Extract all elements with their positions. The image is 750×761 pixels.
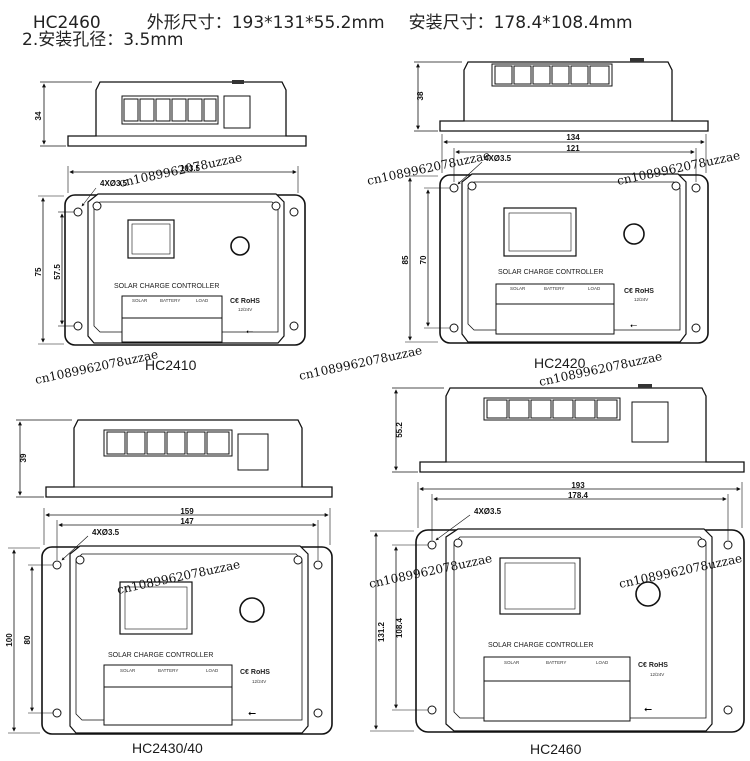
hc2460-height-outer: 131.2: [377, 621, 386, 642]
side-view: 34: [34, 80, 307, 147]
device-title: SOLAR CHARGE CONTROLLER: [108, 652, 213, 659]
solar-label: SOLAR: [510, 286, 526, 291]
hc2430-width-inner: 147: [180, 517, 194, 526]
voltage-label: 12/24V: [252, 679, 266, 684]
battery-label: BATTERY: [546, 660, 566, 665]
ce-rohs-mark: C€ RoHS: [230, 298, 260, 305]
device-title: SOLAR CHARGE CONTROLLER: [114, 283, 219, 290]
model-label-hc2460: HC2460: [530, 741, 582, 757]
ce-rohs-mark: C€ RoHS: [624, 288, 654, 295]
hc2420-height-inner: 70: [419, 255, 428, 264]
hc2460-width-inner: 178.4: [568, 491, 589, 500]
panel-hc2420: 38 SOLAR CHARGE CONTROLLER SOLAR BATTERY…: [401, 58, 709, 371]
hole-callout: 4XØ3.5: [474, 507, 502, 516]
solar-label: SOLAR: [504, 660, 520, 665]
header-line-2: 2.安装孔径：3.5mm: [22, 30, 184, 50]
load-label: LOAD: [196, 298, 209, 303]
solar-label: SOLAR: [132, 298, 148, 303]
hc2430-height-outer: 100: [5, 633, 14, 647]
hc2430-height-inner: 80: [23, 635, 32, 644]
panel-hc2410: 34 SOLAR CHARGE CONTROLLER SOLAR BATTERY…: [34, 80, 307, 373]
front-view: SOLAR CHARGE CONTROLLER SOLAR BATTERY LO…: [401, 133, 709, 344]
voltage-label: 12/24V: [634, 297, 648, 302]
header-line-1: HC2460 外形尺寸：193*131*55.2mm 安装尺寸：178.4*108.…: [22, 0, 633, 33]
battery-label: BATTERY: [158, 668, 178, 673]
solar-label: SOLAR: [120, 668, 136, 673]
hc2410-height-outer: 75: [34, 267, 43, 276]
voltage-label: 12/24V: [650, 672, 664, 677]
side-view: 55.2: [392, 384, 745, 473]
hc2430-width-outer: 159: [180, 507, 194, 516]
side-view: 39: [16, 419, 333, 498]
model-label-hc2410: HC2410: [145, 357, 197, 373]
hc2460-height-dim: 55.2: [395, 422, 404, 438]
header-outer-size: 外形尺寸：193*131*55.2mm: [146, 13, 385, 33]
load-label: LOAD: [588, 286, 601, 291]
load-label: LOAD: [596, 660, 609, 665]
voltage-label: 12/24V: [238, 307, 252, 312]
hc2430-height-dim: 39: [19, 453, 28, 462]
ce-rohs-mark: C€ RoHS: [240, 669, 270, 676]
side-view: 38: [414, 58, 709, 132]
panel-hc2460: 55.2 SOLAR CHARGE CONTROLLER SOLAR BATTE…: [370, 384, 745, 757]
watermark: cn1089962078uzzae: [298, 343, 424, 383]
battery-label: BATTERY: [544, 286, 564, 291]
battery-label: BATTERY: [160, 298, 180, 303]
model-label-hc2430-40: HC2430/40: [132, 740, 203, 756]
hc2420-width-outer: 134: [566, 133, 580, 142]
hc2460-height-inner: 108.4: [395, 617, 404, 638]
front-view: SOLAR CHARGE CONTROLLER SOLAR BATTERY LO…: [5, 507, 333, 735]
usb-icon: ⭠: [248, 708, 256, 719]
front-view: SOLAR CHARGE CONTROLLER SOLAR BATTERY LO…: [370, 481, 745, 733]
load-label: LOAD: [206, 668, 219, 673]
device-title: SOLAR CHARGE CONTROLLER: [488, 642, 593, 649]
usb-icon: ⭠: [630, 320, 637, 330]
hc2410-height-inner: 57.5: [53, 264, 62, 280]
model-label-hc2420: HC2420: [534, 355, 586, 371]
usb-icon: ⭠: [246, 326, 253, 336]
panel-hc2430-40: 39 SOLAR CHARGE CONTROLLER SOLAR BATTERY…: [5, 419, 333, 756]
hole-callout: 4XØ3.5: [100, 179, 128, 188]
header-model: HC2460: [32, 13, 101, 33]
hc2460-width-outer: 193: [571, 481, 585, 490]
front-view: SOLAR CHARGE CONTROLLER SOLAR BATTERY LO…: [34, 164, 306, 346]
hole-callout: 4XØ3.5: [484, 154, 512, 163]
hc2420-height-dim: 38: [416, 91, 425, 100]
usb-icon: ⭠: [644, 704, 652, 715]
hole-callout: 4XØ3.5: [92, 528, 120, 537]
header-mount-size: 安装尺寸：178.4*108.4mm: [408, 13, 633, 33]
device-title: SOLAR CHARGE CONTROLLER: [498, 269, 603, 276]
hc2410-width-inner: 103.5: [180, 164, 201, 173]
watermark: cn1089962078uzzae: [34, 347, 160, 387]
hc2420-height-outer: 85: [401, 255, 410, 264]
hc2420-width-inner: 121: [566, 144, 580, 153]
ce-rohs-mark: C€ RoHS: [638, 662, 668, 669]
watermark: cn1089962078uzzae: [118, 150, 244, 190]
hc2410-height-dim: 34: [34, 111, 43, 120]
